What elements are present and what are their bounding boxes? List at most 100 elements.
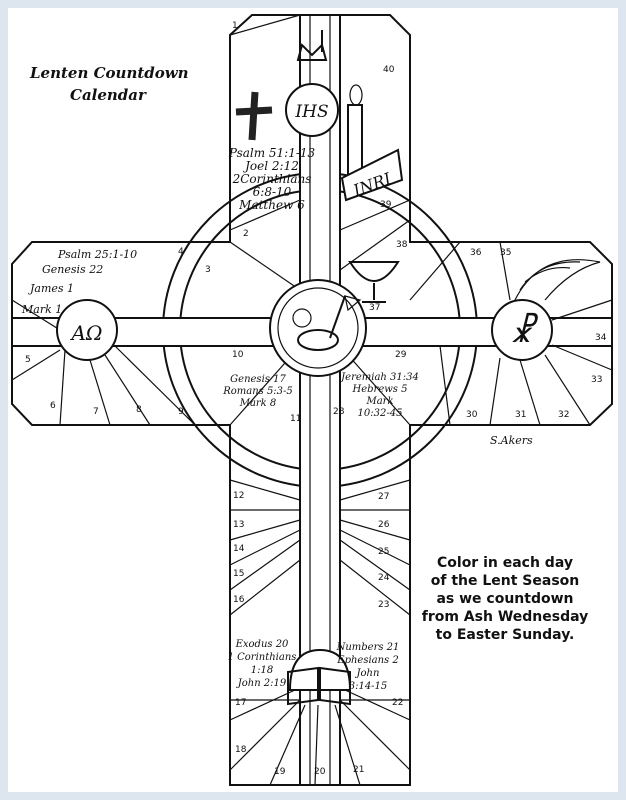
- segment-line: [519, 359, 541, 426]
- day-number[interactable]: 30: [466, 410, 478, 420]
- segment-line: [409, 241, 461, 301]
- day-number[interactable]: 14: [233, 544, 245, 554]
- instruction-line: Color in each day: [437, 555, 573, 571]
- title-line-1: Lenten Countdown: [29, 64, 189, 82]
- candle-icon: [347, 84, 363, 176]
- segment-line: [314, 704, 319, 786]
- segment-line: [229, 519, 301, 541]
- instruction-line: from Ash Wednesday: [422, 609, 589, 625]
- day-number[interactable]: 32: [558, 410, 569, 420]
- day-number[interactable]: 24: [378, 573, 390, 583]
- scripture-line: Joel 2:12: [242, 159, 299, 173]
- segment-line: [229, 689, 296, 721]
- segment-line: [11, 299, 61, 331]
- instruction-line: of the Lent Season: [431, 573, 580, 589]
- scripture-line: Romans 5:3-5: [222, 386, 293, 397]
- day-number[interactable]: 13: [233, 520, 244, 530]
- segment-line: [229, 14, 301, 36]
- scripture-line: Numbers 21: [336, 642, 400, 653]
- day-number[interactable]: 2: [243, 229, 249, 239]
- day-number[interactable]: 35: [500, 248, 511, 258]
- alpha-omega-symbol: AΩ: [69, 321, 102, 345]
- day-number[interactable]: 6: [50, 401, 56, 411]
- scripture-line: John 2:19: [236, 678, 287, 689]
- day-number[interactable]: 23: [378, 600, 389, 610]
- segment-line: [114, 345, 196, 426]
- ihs-symbol: IHS: [294, 102, 328, 122]
- segment-line: [89, 359, 111, 426]
- day-number[interactable]: 22: [392, 698, 403, 708]
- day-number[interactable]: 29: [395, 350, 407, 360]
- scripture-line: John: [355, 668, 380, 679]
- scripture-line: Jeremiah 31:34: [339, 372, 419, 383]
- day-segment-lines: [11, 14, 613, 786]
- day-number[interactable]: 5: [25, 355, 31, 365]
- day-number[interactable]: 37: [369, 303, 380, 313]
- day-number[interactable]: 9: [178, 407, 184, 417]
- scripture-line: Hebrews 5: [352, 384, 408, 395]
- segment-line: [11, 349, 61, 381]
- segment-line: [59, 349, 66, 426]
- day-number[interactable]: 20: [314, 767, 326, 777]
- segment-line: [344, 689, 411, 721]
- day-number[interactable]: 3: [205, 265, 211, 275]
- scripture-line: James 1: [28, 282, 74, 295]
- day-number[interactable]: 4: [178, 247, 184, 257]
- day-number[interactable]: 10: [232, 350, 244, 360]
- day-number[interactable]: 7: [93, 407, 99, 417]
- day-number[interactable]: 1: [232, 21, 238, 31]
- day-number[interactable]: 33: [591, 375, 602, 385]
- scripture-line: Ephesians 2: [336, 655, 398, 666]
- day-number[interactable]: 21: [353, 765, 364, 775]
- scripture-line: Psalm 25:1-10: [57, 248, 137, 261]
- day-number[interactable]: 25: [378, 547, 389, 557]
- day-number[interactable]: 16: [233, 595, 245, 605]
- day-number[interactable]: 36: [470, 248, 482, 258]
- day-number[interactable]: 34: [595, 333, 607, 343]
- segment-line: [229, 699, 301, 771]
- day-number[interactable]: 28: [333, 407, 345, 417]
- segment-line: [229, 559, 301, 616]
- day-number[interactable]: 8: [136, 405, 142, 415]
- palm-leaf-icon: [514, 259, 601, 301]
- scripture-line: Matthew 6: [238, 198, 305, 212]
- day-number[interactable]: 26: [378, 520, 390, 530]
- instruction-line: to Easter Sunday.: [436, 627, 575, 643]
- segment-line: [499, 241, 511, 301]
- day-number[interactable]: 19: [274, 767, 286, 777]
- day-number[interactable]: 31: [515, 410, 526, 420]
- day-number[interactable]: 11: [290, 414, 301, 424]
- day-number[interactable]: 15: [233, 569, 244, 579]
- day-number[interactable]: 27: [378, 492, 389, 502]
- segment-line: [339, 199, 411, 231]
- scripture-line: 3:14-15: [349, 681, 388, 692]
- segment-line: [229, 199, 301, 231]
- day-number[interactable]: 40: [383, 65, 395, 75]
- instructions: Color in each day of the Lent Season as …: [422, 555, 589, 643]
- scripture-line: Mark 8: [239, 398, 277, 409]
- alpha-omega-medallion: AΩ: [56, 299, 118, 361]
- day-number[interactable]: 17: [235, 698, 246, 708]
- day-number[interactable]: 39: [380, 200, 392, 210]
- scripture-line: Exodus 20: [235, 639, 289, 650]
- day-number[interactable]: 18: [235, 745, 247, 755]
- segment-line: [339, 559, 411, 616]
- day-number[interactable]: 38: [396, 240, 408, 250]
- segment-line: [439, 345, 451, 426]
- lamb-icon: [297, 329, 339, 351]
- crown-icon: [296, 30, 328, 61]
- segment-line: [339, 519, 411, 541]
- segment-line: [229, 241, 301, 291]
- ihs-medallion: IHS: [285, 83, 339, 137]
- day-number[interactable]: 12: [233, 491, 244, 501]
- segment-line: [229, 529, 301, 566]
- segment-line: [339, 699, 411, 771]
- book-medallion: [287, 648, 352, 706]
- book-icon: [287, 666, 351, 706]
- segment-line: [551, 344, 613, 371]
- scripture-line: 6:8-10: [253, 185, 292, 199]
